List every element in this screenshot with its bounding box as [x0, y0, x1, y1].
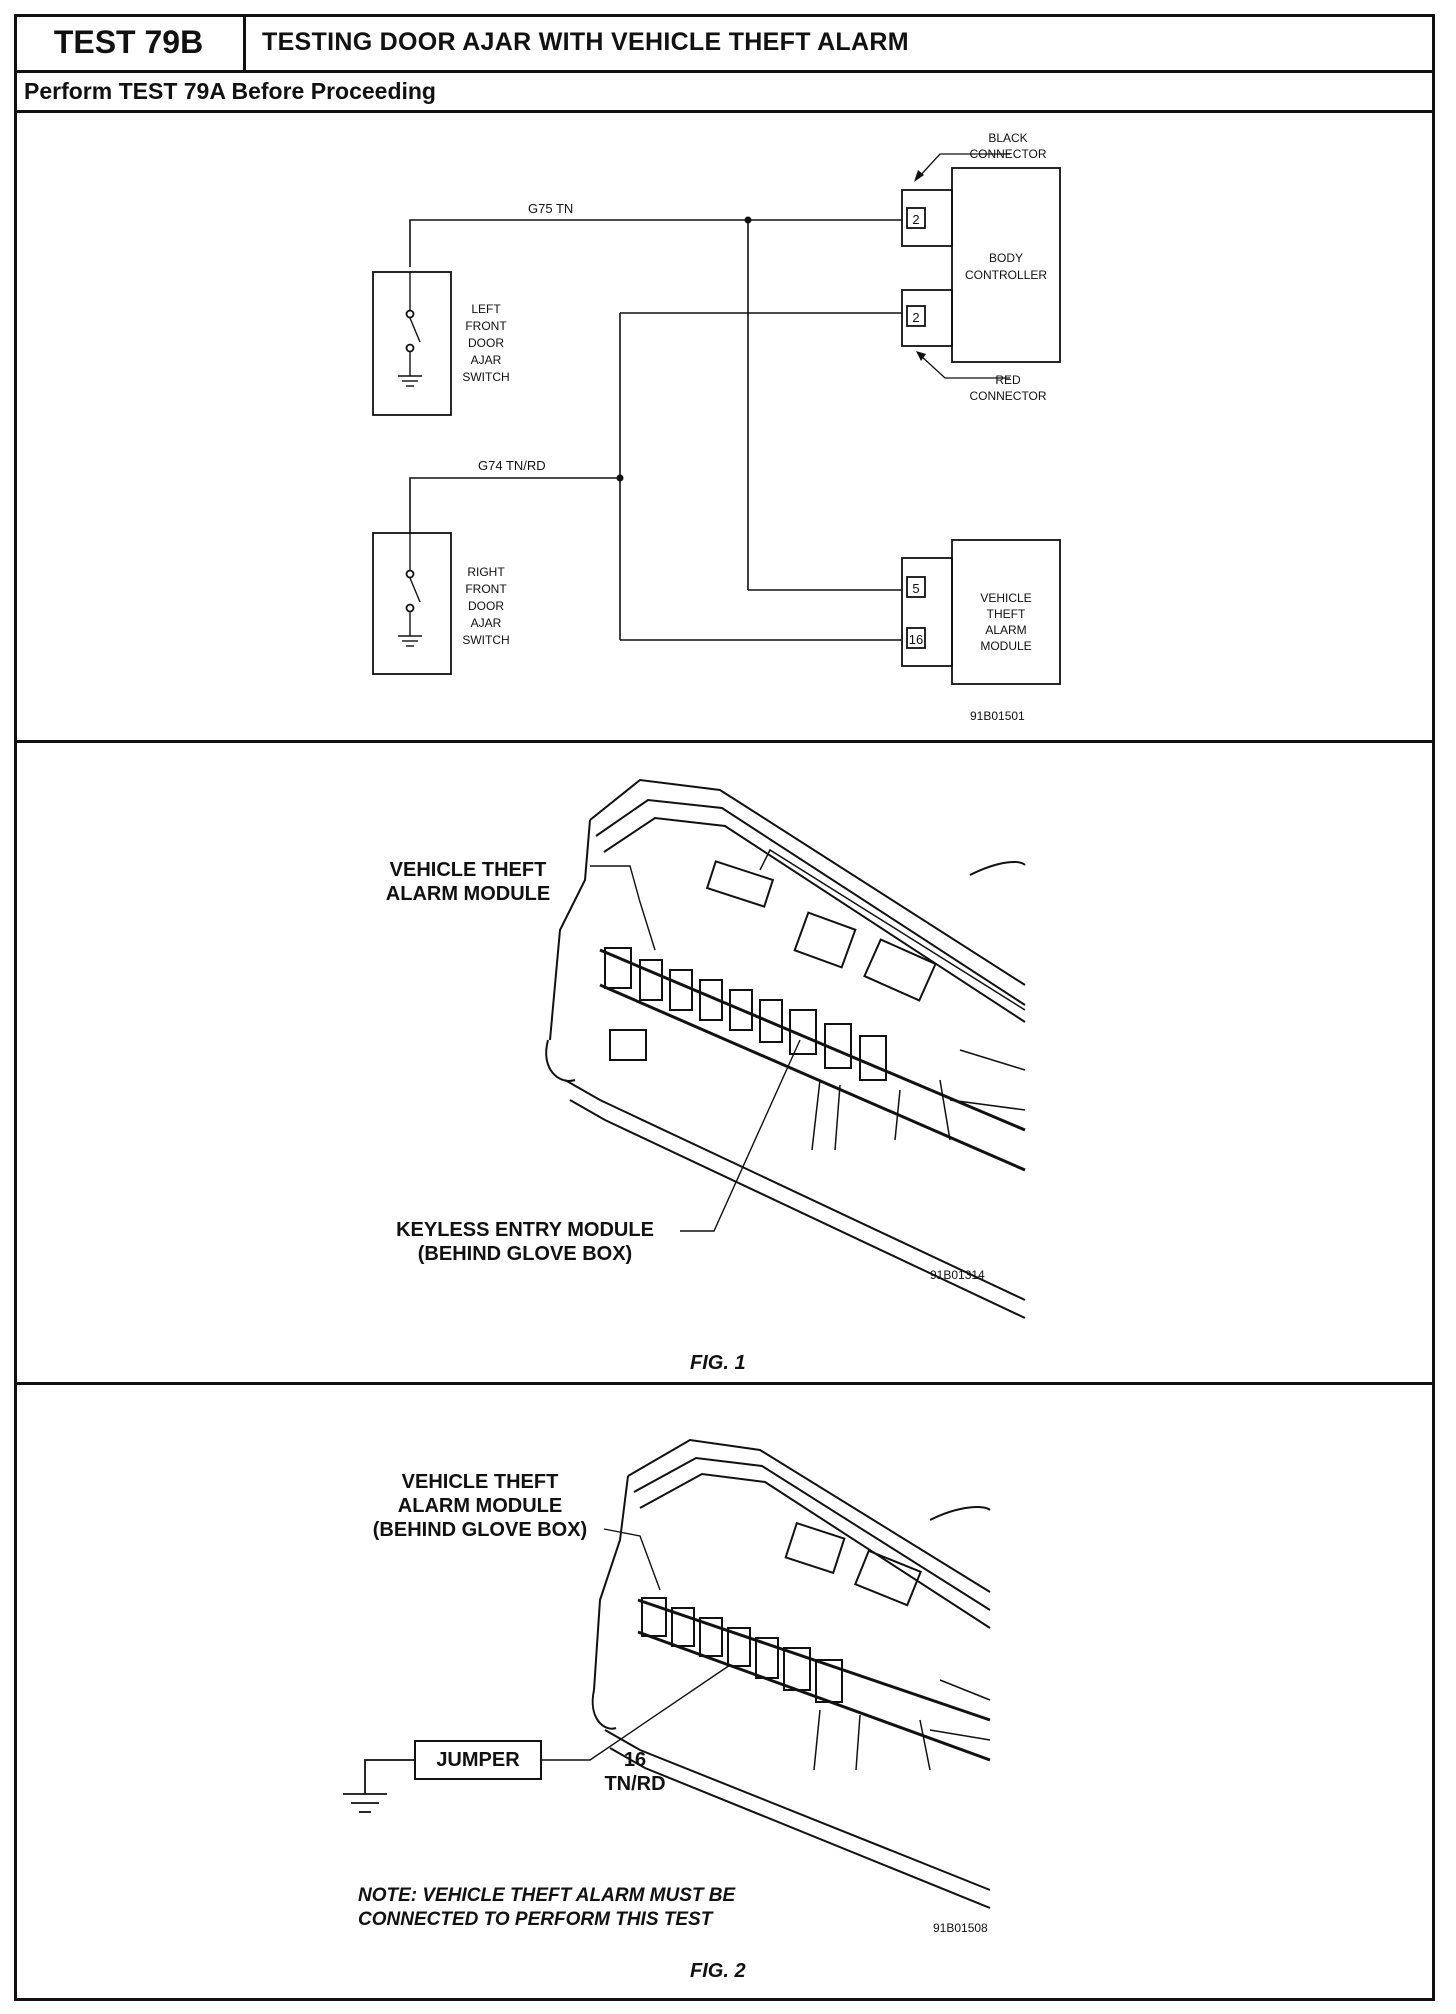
prerequisite-note: Perform TEST 79A Before Proceeding [24, 77, 436, 104]
right-door-switch [372, 532, 452, 675]
fig2-pin-label: 16 TN/RD [604, 1749, 666, 1795]
body-controller-label: BODY [989, 251, 1023, 265]
schematic-code: 91B01501 [970, 709, 1025, 723]
dashboard-illustration-fig1 [545, 778, 1026, 1319]
pin-red: 2 [912, 310, 919, 325]
splice-dot-g74 [616, 474, 624, 482]
splice-dot-g75 [744, 216, 752, 224]
fig1-module-label: VEHICLE THEFT ALARM MODULE [385, 859, 551, 905]
alarm-module-label: VEHICLE [980, 591, 1031, 605]
right-switch-label: FRONT [465, 582, 507, 596]
fig1-keyless-label: KEYLESS ENTRY MODULE (BEHIND GLOVE BOX) [396, 1219, 654, 1265]
test-id: TEST 79B [14, 14, 246, 70]
right-switch-label: DOOR [468, 599, 504, 613]
alarm-module-label: THEFT [987, 607, 1026, 621]
pin-alarm-16: 16 [909, 632, 923, 647]
wire-g75 [409, 219, 902, 267]
left-switch-label: AJAR [471, 353, 502, 367]
right-switch-label: RIGHT [467, 565, 505, 579]
theft-alarm-module [901, 539, 1061, 685]
test-title: TESTING DOOR AJAR WITH VEHICLE THEFT ALA… [262, 27, 909, 56]
red-connector-label: RED [995, 373, 1021, 387]
fig2-module-label: VEHICLE THEFT ALARM MODULE (BEHIND GLOVE… [372, 1471, 588, 1541]
black-connector [901, 189, 953, 247]
section-divider-1 [14, 740, 1435, 743]
wire-label-g75: G75 TN [528, 201, 573, 216]
left-switch-label: DOOR [468, 336, 504, 350]
alarm-module-label: ALARM [985, 623, 1026, 637]
pin-black: 2 [912, 212, 919, 227]
fig2-note: NOTE: VEHICLE THEFT ALARM MUST BE CONNEC… [358, 1885, 736, 1930]
jumper-box: JUMPER [414, 1740, 542, 1780]
fig1-code: 91B01314 [930, 1268, 985, 1282]
right-switch-label: SWITCH [462, 633, 509, 647]
wire-g74 [409, 477, 620, 533]
fig2-caption: FIG. 2 [690, 1960, 746, 1982]
black-connector-label: BLACK [988, 131, 1027, 145]
left-switch-label: FRONT [465, 319, 507, 333]
wire-label-g74: G74 TN/RD [478, 458, 546, 473]
section-divider-2 [14, 1382, 1435, 1385]
header-divider [14, 70, 1435, 73]
red-connector [901, 289, 953, 347]
left-switch-label: LEFT [471, 302, 501, 316]
alarm-module-label: MODULE [980, 639, 1031, 653]
subtitle-divider [14, 110, 1435, 113]
red-connector-label: CONNECTOR [969, 389, 1046, 403]
left-switch-label: SWITCH [462, 370, 509, 384]
right-switch-label: AJAR [471, 616, 502, 630]
pin-alarm-5: 5 [912, 581, 919, 596]
body-controller [901, 153, 1061, 379]
black-connector-label: CONNECTOR [969, 147, 1046, 161]
left-door-switch [372, 271, 452, 416]
dashboard-illustration-fig2 [343, 1438, 991, 1909]
fig2-code: 91B01508 [933, 1921, 988, 1935]
fig1-caption: FIG. 1 [690, 1352, 746, 1374]
page-frame [14, 14, 1435, 2001]
body-controller-label: CONTROLLER [965, 268, 1047, 282]
